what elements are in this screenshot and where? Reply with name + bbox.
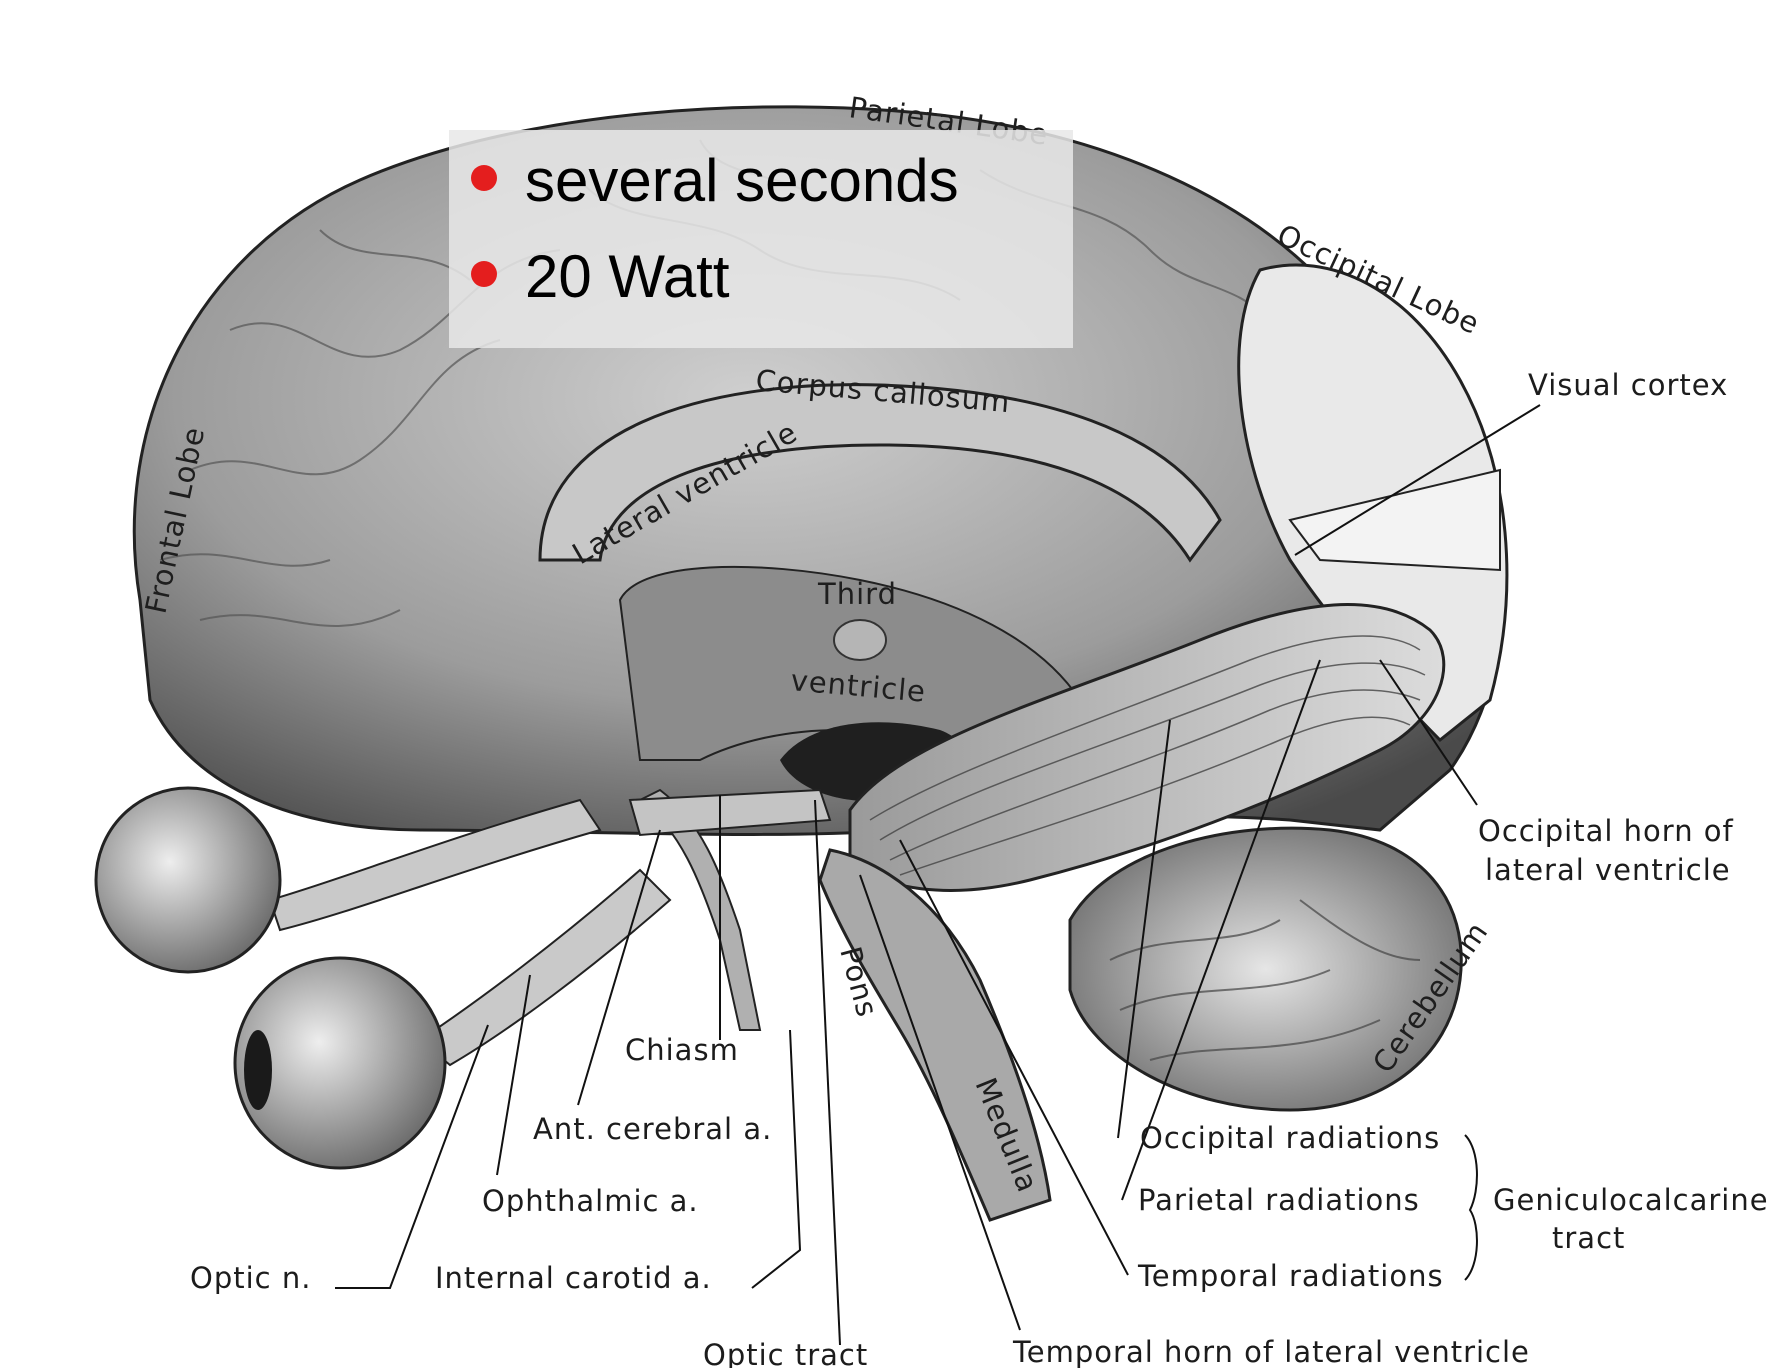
label-occipital-horn-1: Occipital horn of [1478,814,1734,848]
label-optic-n: Optic n. [190,1261,311,1295]
bullet-box: several seconds 20 Watt [449,130,1073,348]
label-visual-cortex: Visual cortex [1528,368,1728,402]
bullet-item-1: several seconds [471,140,959,220]
label-geniculocalcarine-1: Geniculocalcarine [1493,1183,1769,1217]
bullet-text: several seconds [525,146,959,215]
label-occipital-radiations: Occipital radiations [1140,1121,1440,1155]
pupil [244,1030,272,1110]
bullet-dot-icon [471,261,497,287]
label-third: Third [817,577,897,611]
eyeball-upper [96,788,280,972]
label-occipital-horn-2: lateral ventricle [1485,853,1731,887]
label-temporal-horn: Temporal horn of lateral ventricle [1012,1335,1530,1368]
interthalamic-mass [834,620,886,660]
label-ophthalmic: Ophthalmic a. [482,1184,699,1218]
bullet-dot-icon [471,165,497,191]
label-internal-carotid: Internal carotid a. [435,1261,712,1295]
bullet-item-2: 20 Watt [471,236,730,316]
cerebellum-shape [1070,828,1461,1110]
label-chiasm: Chiasm [625,1033,739,1067]
bullet-text: 20 Watt [525,242,730,311]
label-temporal-radiations: Temporal radiations [1137,1259,1444,1293]
label-ant-cerebral: Ant. cerebral a. [533,1112,772,1146]
label-geniculocalcarine-2: tract [1552,1221,1625,1255]
label-optic-tract: Optic tract [703,1338,868,1368]
label-parietal-radiations: Parietal radiations [1138,1183,1420,1217]
